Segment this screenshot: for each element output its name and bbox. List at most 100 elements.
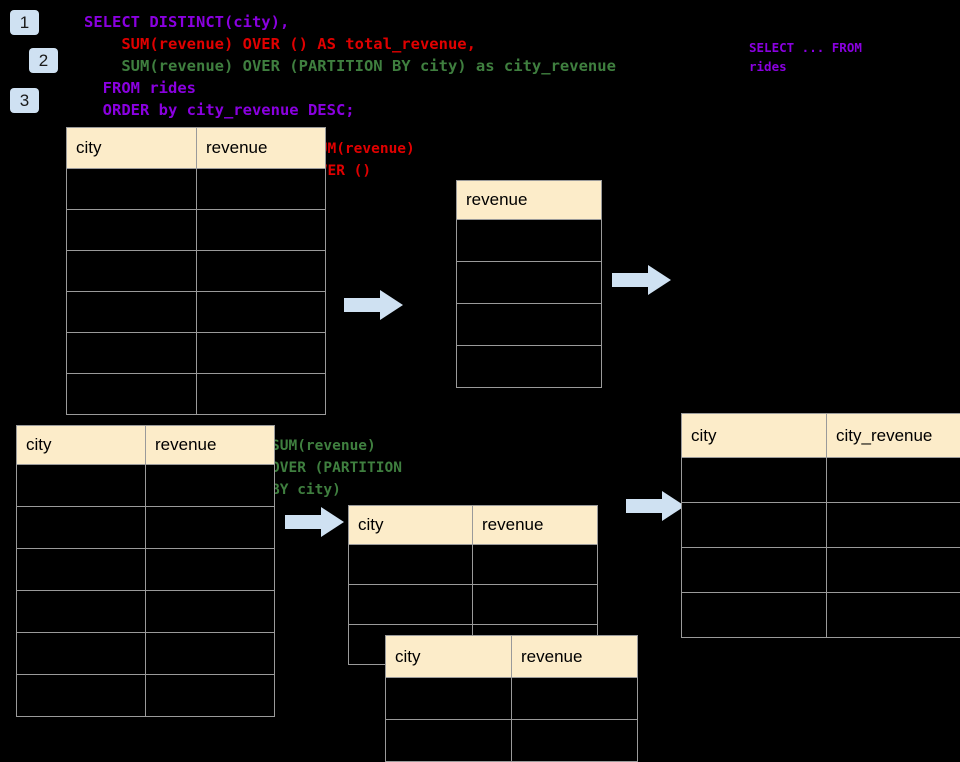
column-header-revenue: revenue — [197, 128, 326, 169]
column-header-city: city — [682, 414, 827, 458]
cell-city — [67, 251, 197, 292]
diagram-canvas: 1 2 3 SELECT DISTINCT(city), SUM(revenue… — [0, 0, 960, 720]
cell-city-revenue — [827, 593, 960, 638]
table-header-row: revenue — [457, 181, 602, 220]
partition-table-back: city revenue — [385, 635, 638, 762]
cell-city-revenue — [827, 458, 960, 503]
table-row — [457, 346, 602, 388]
column-header-city: city — [17, 426, 146, 465]
cell-city — [682, 593, 827, 638]
table-row — [682, 548, 960, 593]
arrow-source-to-partition — [285, 506, 345, 538]
table-header-row: city revenue — [349, 506, 598, 545]
cell-city-revenue — [827, 548, 960, 593]
cell-city — [682, 503, 827, 548]
cell-city — [17, 549, 146, 591]
column-header-city: city — [349, 506, 473, 545]
cell-city — [17, 633, 146, 675]
cell-city — [349, 585, 473, 625]
table-row — [386, 678, 638, 720]
cell-city — [349, 545, 473, 585]
cell-city — [682, 548, 827, 593]
cell-city — [682, 458, 827, 503]
sidenote-select-from-rides: SELECT ... FROM rides — [749, 38, 862, 76]
table-row — [682, 503, 960, 548]
sql-line-order-by: ORDER by city_revenue DESC; — [84, 99, 355, 121]
table-row — [67, 251, 326, 292]
table-header-row: city city_revenue — [682, 414, 960, 458]
cell-city — [386, 678, 512, 720]
cell-revenue — [473, 585, 598, 625]
column-header-revenue: revenue — [146, 426, 275, 465]
table-row — [682, 593, 960, 638]
annotation-city-revenue: SUM(revenue) OVER (PARTITION BY city) — [271, 435, 402, 501]
table-row — [67, 210, 326, 251]
table-row — [17, 465, 275, 507]
cell-city — [67, 333, 197, 374]
cell-city — [17, 465, 146, 507]
column-header-revenue: revenue — [457, 181, 602, 220]
sql-line-city-revenue: SUM(revenue) OVER (PARTITION BY city) as… — [84, 55, 616, 77]
cell-revenue — [146, 465, 275, 507]
cell-revenue — [457, 304, 602, 346]
table-row — [67, 333, 326, 374]
column-header-city: city — [67, 128, 197, 169]
cell-revenue — [197, 251, 326, 292]
table-row — [67, 374, 326, 415]
cell-revenue — [457, 262, 602, 304]
arrow-total-to-result — [612, 264, 672, 296]
cell-revenue — [197, 292, 326, 333]
rides-source-table: city revenue — [66, 127, 326, 415]
table-row — [67, 169, 326, 210]
table-header-row: city revenue — [17, 426, 275, 465]
sql-line-select: SELECT DISTINCT(city), — [84, 11, 289, 33]
table-row — [349, 585, 598, 625]
sql-line-from: FROM rides — [84, 77, 196, 99]
table-row — [17, 549, 275, 591]
cell-city — [67, 292, 197, 333]
cell-city — [17, 591, 146, 633]
table-row — [17, 591, 275, 633]
cell-revenue — [457, 220, 602, 262]
cell-city — [17, 507, 146, 549]
table-row — [17, 507, 275, 549]
table-row — [457, 220, 602, 262]
cell-city — [386, 720, 512, 762]
cell-revenue — [457, 346, 602, 388]
table-row — [17, 675, 275, 717]
column-header-city: city — [386, 636, 512, 678]
step-badge-1: 1 — [10, 10, 39, 35]
total-revenue-table: revenue — [456, 180, 602, 388]
cell-city — [17, 675, 146, 717]
cell-revenue — [197, 333, 326, 374]
column-header-city-revenue: city_revenue — [827, 414, 960, 458]
step-badge-3: 3 — [10, 88, 39, 113]
cell-revenue — [146, 549, 275, 591]
cell-revenue — [146, 675, 275, 717]
table-row — [457, 262, 602, 304]
cell-revenue — [146, 507, 275, 549]
cell-city-revenue — [827, 503, 960, 548]
table-row — [349, 545, 598, 585]
cell-city — [67, 374, 197, 415]
cell-revenue — [197, 169, 326, 210]
result-table: city city_revenue — [681, 413, 960, 638]
cell-revenue — [197, 210, 326, 251]
table-row — [67, 292, 326, 333]
sql-line-total-revenue: SUM(revenue) OVER () AS total_revenue, — [84, 33, 476, 55]
column-header-revenue: revenue — [512, 636, 638, 678]
arrow-source-to-total — [344, 289, 404, 321]
table-row — [386, 720, 638, 762]
table-header-row: city revenue — [67, 128, 326, 169]
table-row — [682, 458, 960, 503]
cell-revenue — [512, 720, 638, 762]
step-badge-2: 2 — [29, 48, 58, 73]
cell-revenue — [473, 545, 598, 585]
column-header-revenue: revenue — [473, 506, 598, 545]
cell-revenue — [197, 374, 326, 415]
cell-revenue — [146, 633, 275, 675]
rides-source-table-bottom: city revenue — [16, 425, 275, 717]
cell-revenue — [146, 591, 275, 633]
table-row — [457, 304, 602, 346]
table-header-row: city revenue — [386, 636, 638, 678]
